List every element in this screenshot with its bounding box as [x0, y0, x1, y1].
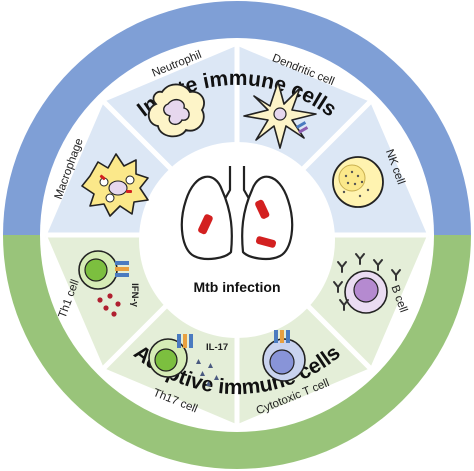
th1-cell-icon	[78, 250, 129, 290]
label-il17: IL-17	[206, 342, 228, 353]
center-disk	[139, 142, 335, 338]
cytotoxic-t-cell-icon	[262, 330, 306, 382]
label-ifn-gamma: IFN-γ	[129, 283, 140, 307]
center-label: Mtb infection	[193, 279, 280, 295]
neutrophil-icon	[147, 83, 205, 138]
ifn-gamma-dots	[97, 293, 121, 317]
dendritic-cell-icon	[243, 81, 317, 149]
th17-cell-icon	[148, 334, 193, 378]
nk-cell-icon	[332, 156, 384, 208]
lesion-right-lower	[255, 236, 277, 248]
macrophage-icon	[81, 153, 149, 217]
b-cell-icon	[344, 270, 388, 314]
lesion-left	[198, 214, 213, 235]
antibody-icons	[333, 253, 401, 311]
il17-triangles	[196, 359, 219, 386]
lungs-icon	[180, 166, 294, 261]
lesion-right-upper	[255, 199, 270, 219]
